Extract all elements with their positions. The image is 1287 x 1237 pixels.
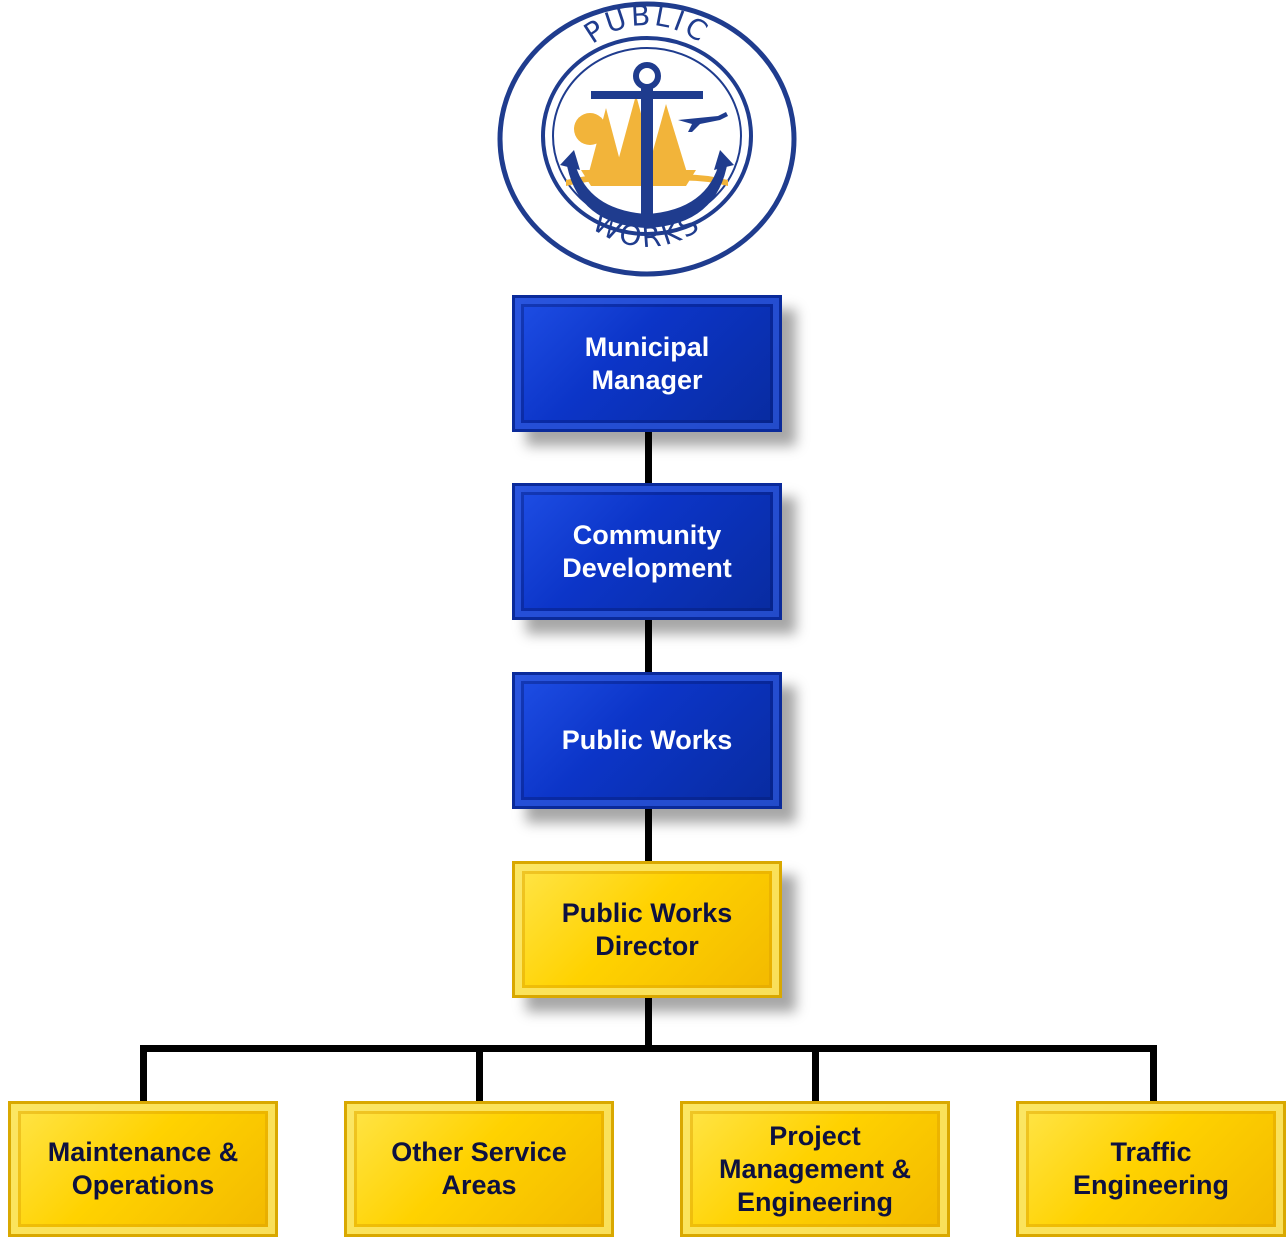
connector-chain-3 (645, 807, 652, 863)
box-maintenance-operations: Maintenance & Operations (8, 1101, 278, 1237)
box-other-service-areas: Other Service Areas (344, 1101, 614, 1237)
box-municipal-manager: Municipal Manager (512, 295, 782, 432)
connector-director-down (645, 996, 652, 1048)
connector-division-1 (140, 1045, 147, 1104)
box-label: Municipal Manager (584, 331, 710, 395)
box-label: Traffic Engineering (1072, 1137, 1229, 1200)
box-label: Community Development (562, 519, 732, 583)
connector-chain-1 (645, 430, 652, 486)
public-works-logo: PUBLIC WORKS (497, 0, 797, 277)
connector-division-4 (1150, 1045, 1157, 1104)
connector-chain-2 (645, 619, 652, 675)
box-project-management-engineering: Project Management & Engineering (680, 1101, 950, 1237)
box-label: Project Management & Engineering (718, 1120, 912, 1217)
box-traffic-engineering: Traffic Engineering (1016, 1101, 1286, 1237)
connector-division-2 (476, 1045, 483, 1104)
box-public-works-director: Public Works Director (512, 861, 782, 998)
connector-horizontal-bus (140, 1045, 1157, 1052)
box-community-development: Community Development (512, 483, 782, 620)
box-public-works: Public Works (512, 672, 782, 809)
box-label: Maintenance & Operations (47, 1137, 239, 1200)
box-label: Public Works Director (561, 897, 733, 961)
box-label: Other Service Areas (391, 1137, 567, 1200)
box-label: Public Works (561, 725, 733, 755)
connector-division-3 (812, 1045, 819, 1104)
